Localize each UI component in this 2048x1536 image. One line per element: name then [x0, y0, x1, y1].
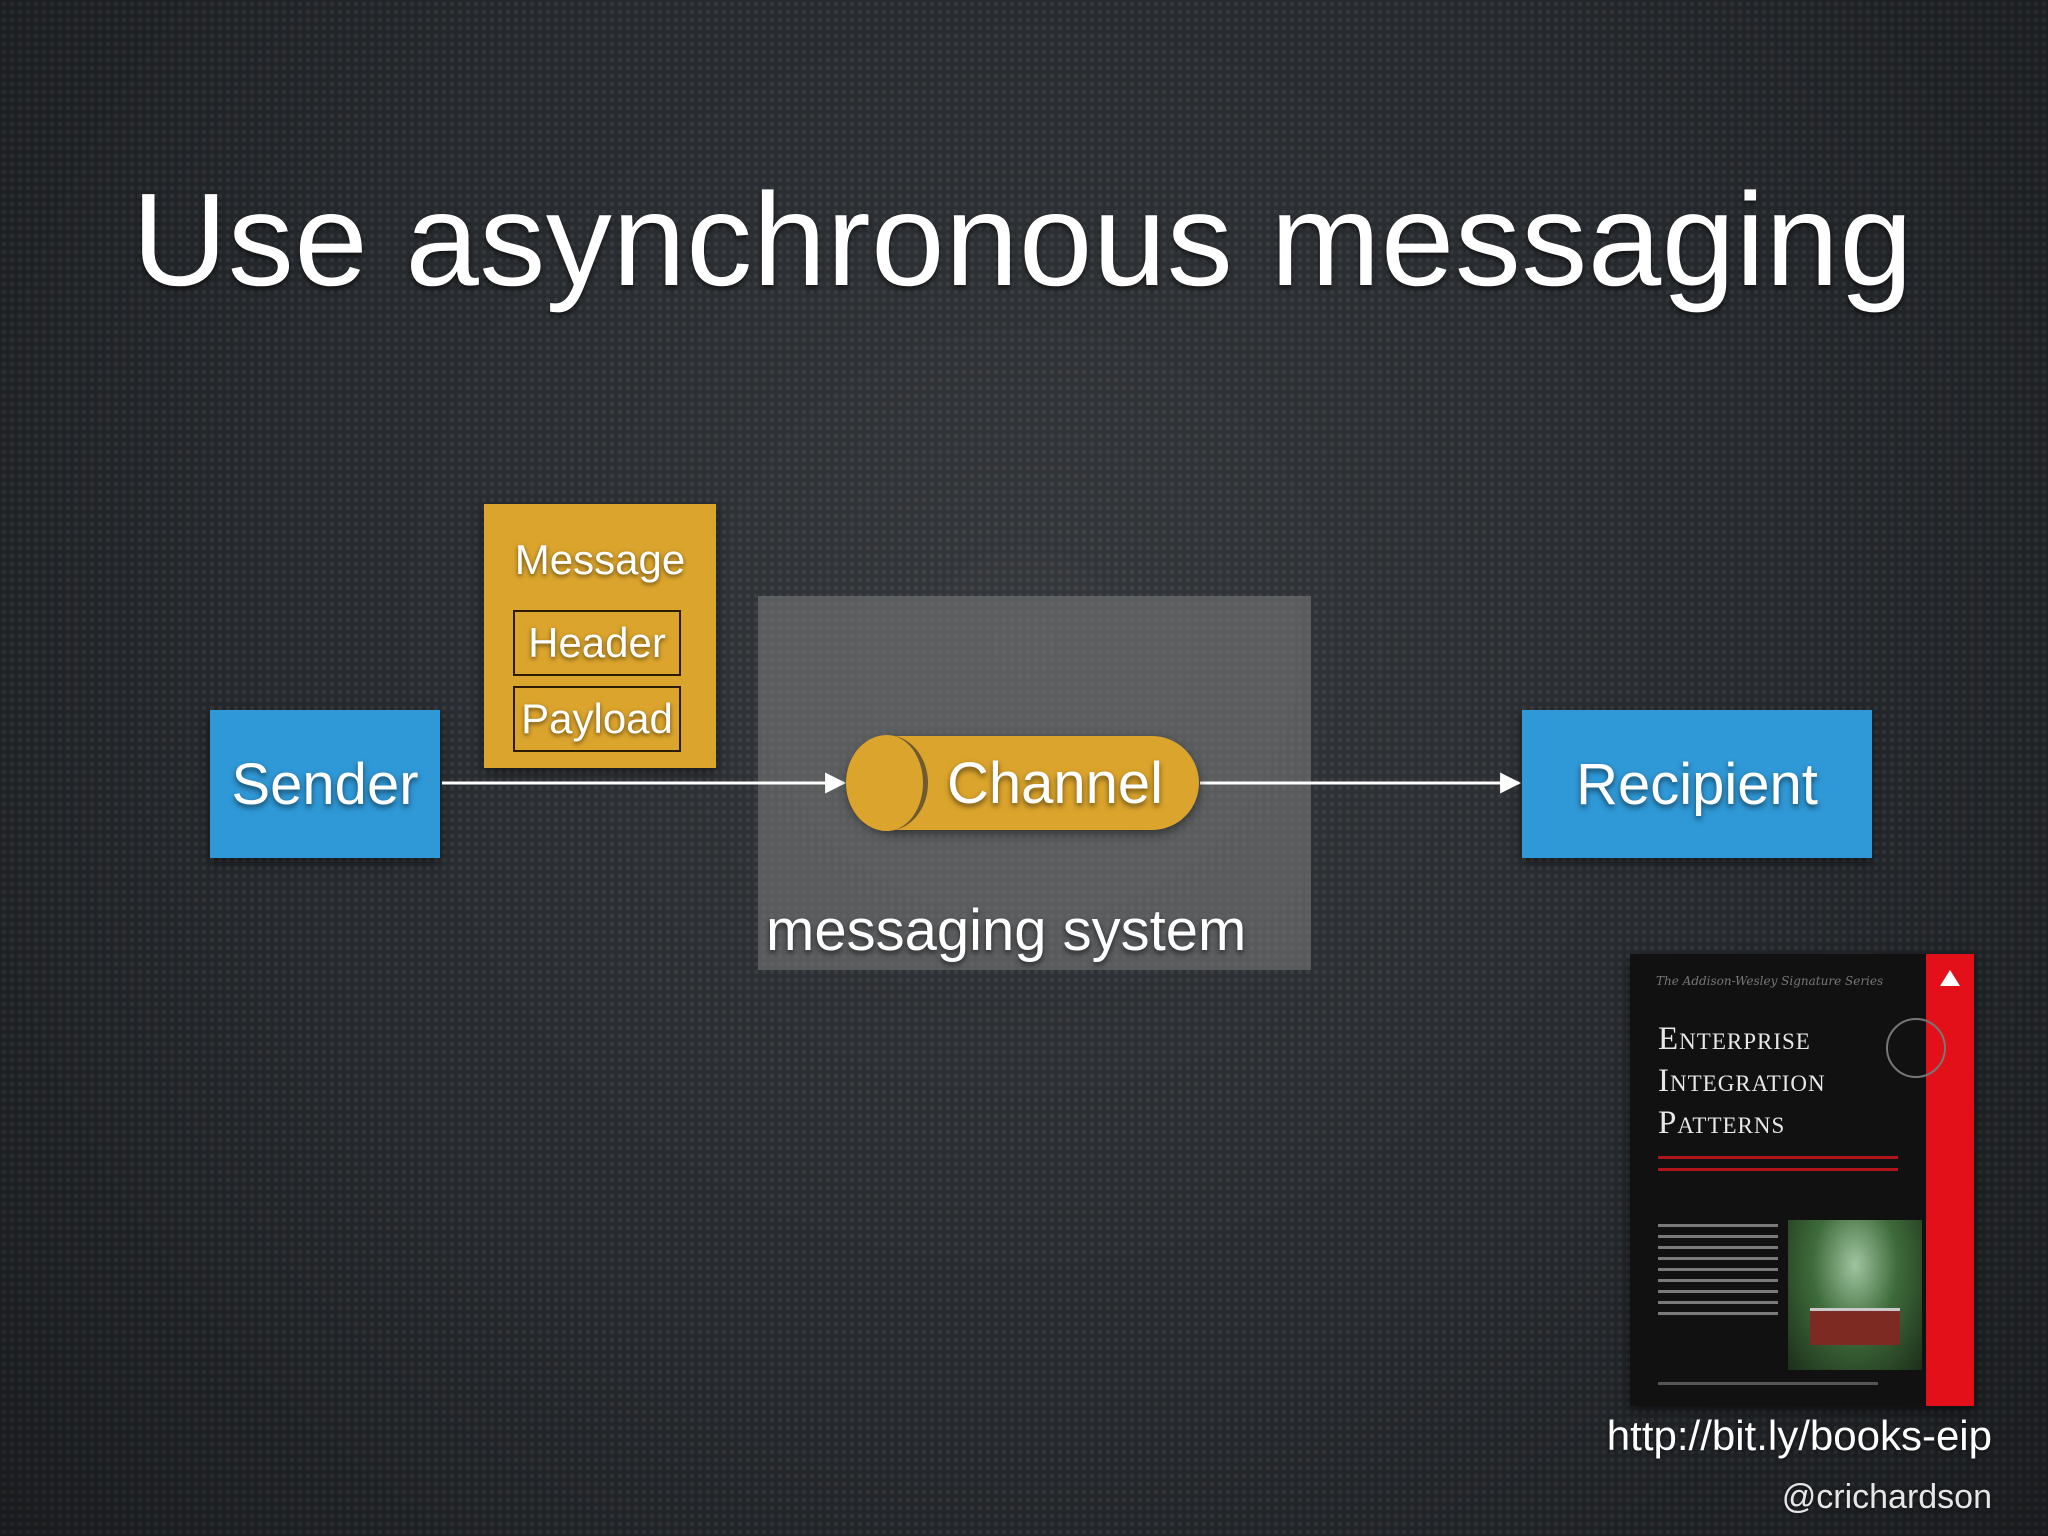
book-authors-lines	[1658, 1224, 1778, 1323]
message-payload-label: Payload	[521, 695, 673, 742]
publisher-logo-icon	[1940, 970, 1960, 986]
channel-pipe: Channel	[846, 735, 1199, 831]
author-handle: @crichardson	[1781, 1478, 1992, 1516]
message-box: Message Header Payload	[484, 504, 716, 768]
recipient-label: Recipient	[1576, 751, 1818, 817]
book-title: Enterprise Integration Patterns	[1658, 1018, 1898, 1144]
book-clock-icon	[1886, 1018, 1946, 1078]
messaging-system-label: messaging system	[766, 898, 1247, 963]
slide-title: Use asynchronous messaging	[132, 166, 1914, 313]
book-cover-image: The Addison-Wesley Signature Series Ente…	[1630, 954, 1974, 1406]
book-cover-red-band	[1926, 954, 1974, 1406]
channel-label: Channel	[947, 750, 1164, 816]
book-title-line: Integration	[1658, 1063, 1826, 1099]
book-series-label: The Addison-Wesley Signature Series	[1656, 974, 1884, 988]
book-link[interactable]: http://bit.ly/books-eip	[1606, 1412, 1992, 1459]
book-cover-photo	[1788, 1220, 1922, 1370]
channel-pipe-end	[846, 735, 928, 831]
book-foreword-line	[1658, 1382, 1878, 1385]
message-header-box: Header	[513, 610, 681, 676]
message-payload-box: Payload	[513, 686, 681, 752]
book-title-line: Enterprise	[1658, 1021, 1811, 1057]
message-header-label: Header	[528, 619, 666, 666]
message-label: Message	[514, 536, 686, 583]
sender-label: Sender	[231, 751, 419, 817]
sender-box: Sender	[210, 710, 440, 858]
book-subtitle-lines	[1658, 1156, 1898, 1180]
recipient-box: Recipient	[1522, 710, 1872, 858]
book-title-line: Patterns	[1658, 1105, 1786, 1141]
